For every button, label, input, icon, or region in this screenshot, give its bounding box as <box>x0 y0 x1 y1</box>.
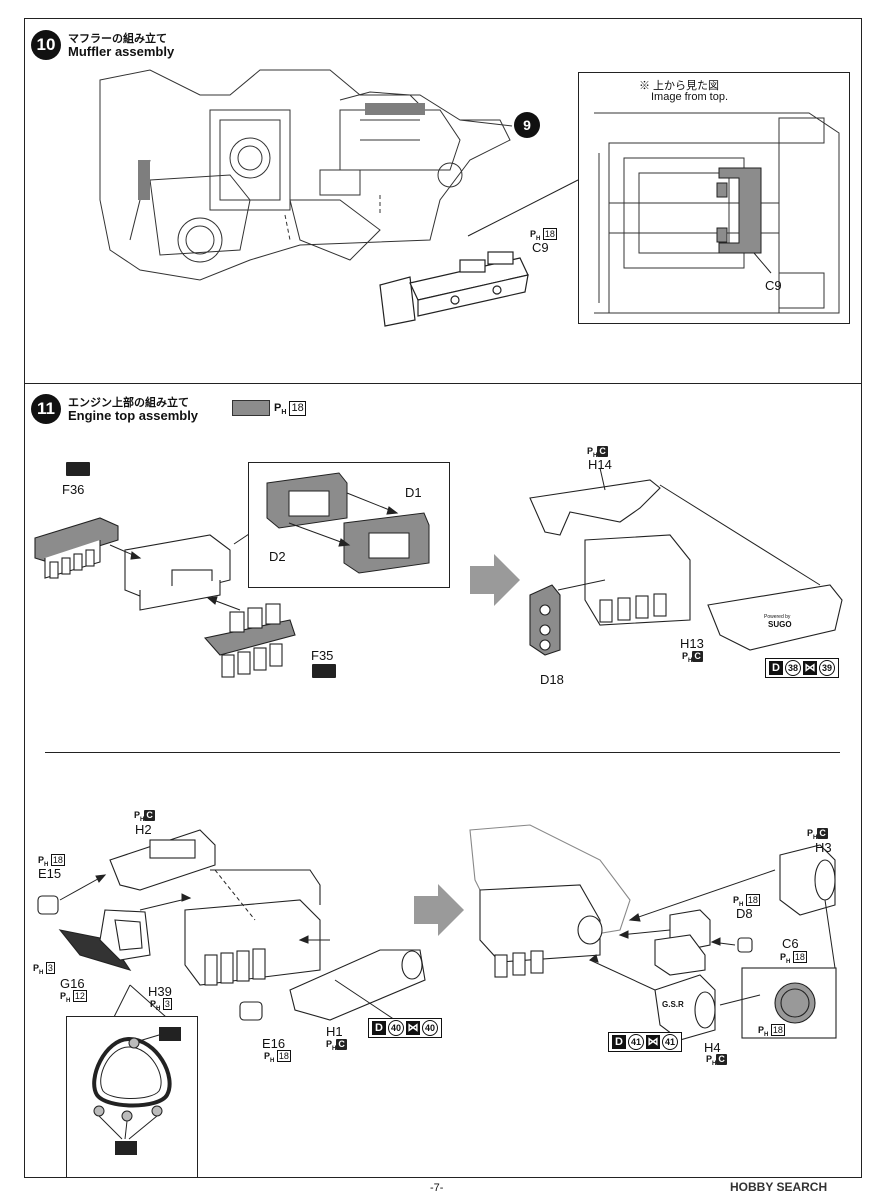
part-label-h1: H1 <box>326 1024 343 1039</box>
d1-d2-illustration <box>266 472 430 574</box>
pack-label-h39: PH 3 <box>150 998 172 1012</box>
pack-h14: C <box>597 446 608 457</box>
step-11-number: 11 <box>31 394 61 424</box>
pack-label-g16-b: PH 12 <box>60 990 87 1004</box>
part-label-h14: H14 <box>588 457 612 472</box>
pack-g16-b: 12 <box>72 990 87 1002</box>
decal-d-number: 40 <box>388 1020 404 1036</box>
h39-detail-inset <box>66 1016 198 1177</box>
decal-d-number: 41 <box>628 1034 644 1050</box>
step-11-title-jp: エンジン上部の組み立て <box>68 396 189 409</box>
step-11-title-en: Engine top assembly <box>68 408 199 423</box>
part-label-f36: F36 <box>62 482 85 497</box>
decal-x-icon: ⋈ <box>406 1021 420 1035</box>
decal-x-icon: ⋈ <box>646 1035 660 1049</box>
watermark-text: HOBBY SEARCH <box>730 1180 828 1194</box>
color-key-pack: 18 <box>289 401 306 416</box>
decal-d-icon: D <box>769 661 783 675</box>
pack-number-c9: 18 <box>542 228 557 240</box>
decal-x-number: 40 <box>422 1020 438 1036</box>
subsection-divider <box>45 752 840 753</box>
inset-note-en: Image from top. <box>651 91 729 103</box>
part-label-c9: C9 <box>532 240 549 255</box>
decal-sequence-h13: D 38 ⋈ 39 <box>765 658 839 678</box>
decal-d-icon: D <box>612 1035 626 1049</box>
logo-text: SUGO <box>768 620 792 629</box>
pack-label-e15: PH 18 <box>38 854 65 868</box>
decal-sequence-h4: D 41 ⋈ 41 <box>608 1032 682 1052</box>
part-label-g16: G16 <box>60 976 85 991</box>
pack-label-c6: PH 18 <box>780 951 807 965</box>
flow-arrow-2 <box>414 884 464 936</box>
part-label-h39: H39 <box>148 984 172 999</box>
pack-h4: C <box>716 1054 727 1065</box>
plated-icon-f35 <box>312 664 336 678</box>
part-label-h3: H3 <box>815 840 832 855</box>
step-10-title-jp: マフラーの組み立て <box>68 32 167 45</box>
part-label-d1: D1 <box>405 485 422 500</box>
pack-label-g16-a: PH 3 <box>33 962 55 976</box>
pack-c6: 18 <box>792 951 807 963</box>
gsr-text: G.S.R <box>662 1000 684 1009</box>
pack-d8: 18 <box>745 894 760 906</box>
pack-e16: 18 <box>276 1050 291 1062</box>
decal-x-icon: ⋈ <box>803 661 817 675</box>
inset-part-label-c9: C9 <box>765 278 782 293</box>
step-10-number: 10 <box>31 30 61 60</box>
engine-cover-illustration <box>529 467 843 656</box>
pack-label-grille: PH 18 <box>758 1024 785 1038</box>
pack-label-d8: PH 18 <box>733 894 760 908</box>
part-label-h13: H13 <box>680 636 704 651</box>
logo-small-text: Powered by <box>764 614 791 620</box>
page-frame <box>24 18 862 1178</box>
step-10-title-en: Muffler assembly <box>68 44 175 59</box>
pack-label-c9: PH 18 <box>530 228 557 242</box>
plated-icon-f36 <box>66 462 90 476</box>
part-label-h4: H4 <box>704 1040 721 1055</box>
rear-assembly-illustration <box>469 824 837 1041</box>
part-label-f35: F35 <box>311 648 334 663</box>
pack-grille: 18 <box>770 1024 785 1036</box>
inset-note-jp: ※ 上から見た図 <box>639 80 720 92</box>
pack-h39: 3 <box>162 998 172 1010</box>
color-key-label: PH 18 <box>274 401 306 417</box>
pack-h3: C <box>817 828 828 839</box>
section-divider <box>24 383 862 384</box>
part-label-e15: E15 <box>38 866 62 881</box>
part-label-h2: H2 <box>135 822 152 837</box>
color-swatch <box>232 400 270 416</box>
decal-sequence-h1: D 40 ⋈ 40 <box>368 1018 442 1038</box>
part-label-d2: D2 <box>269 549 286 564</box>
part-label-d18: D18 <box>540 672 564 687</box>
decal-x-number: 39 <box>819 660 835 676</box>
pack-label-e16: PH 18 <box>264 1050 291 1064</box>
pack-h2: C <box>144 810 155 821</box>
part-label-e16: E16 <box>262 1036 286 1051</box>
flow-arrow-1 <box>470 554 520 606</box>
top-view-illustration <box>594 112 840 314</box>
engine-top-illustration <box>34 517 296 678</box>
decal-d-icon: D <box>372 1021 386 1035</box>
decal-d-number: 38 <box>785 660 801 676</box>
top-view-inset: ※ 上から見た図 Image from top. C9 <box>578 72 850 324</box>
front-assembly-illustration <box>37 829 426 1026</box>
part-label-d8: D8 <box>736 906 753 921</box>
decal-x-number: 41 <box>662 1034 678 1050</box>
page-number: -7- <box>430 1182 444 1194</box>
chassis-illustration <box>99 69 579 327</box>
ref-step-9-circle: 9 <box>514 112 540 138</box>
part-label-c6: C6 <box>782 936 799 951</box>
d1-d2-inset: D1 D2 <box>248 462 450 588</box>
h39-detail-illustration <box>92 1027 181 1155</box>
pack-e15: 18 <box>50 854 65 866</box>
pack-g16-a: 3 <box>45 962 55 974</box>
pack-h13: C <box>692 651 703 662</box>
pack-h1: C <box>336 1039 347 1050</box>
